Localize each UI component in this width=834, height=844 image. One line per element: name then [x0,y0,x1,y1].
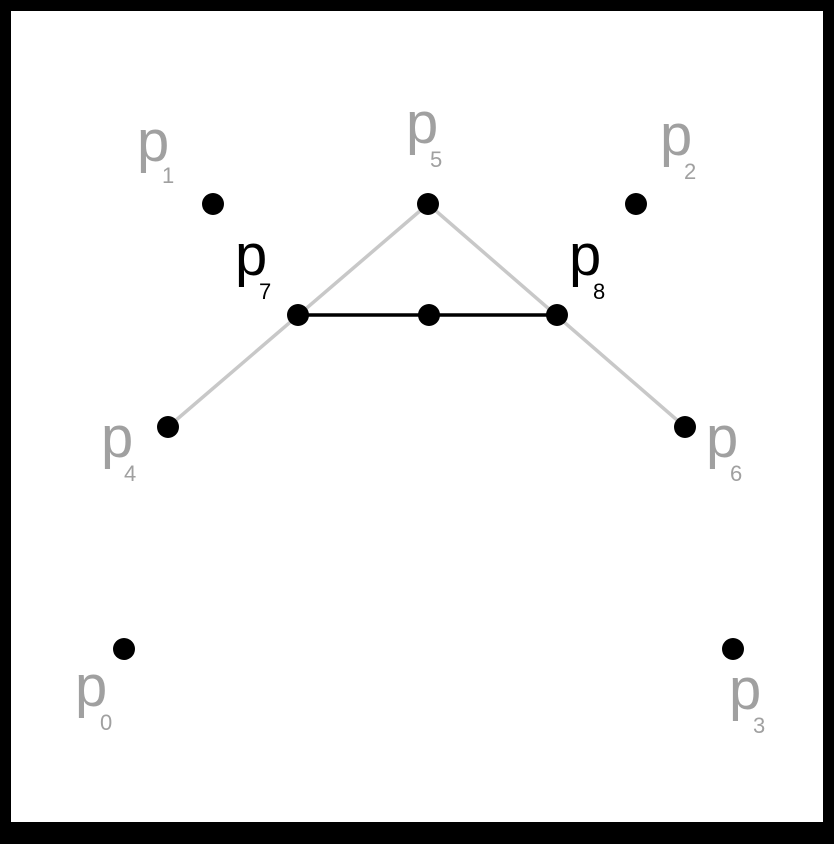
point-p2 [625,193,647,215]
label-p0: p [75,654,107,719]
label-p4-index: 4 [124,461,136,486]
label-p3: p [729,657,761,722]
label-p6: p [706,405,738,470]
label-p5: p [406,91,438,156]
point-p0 [113,638,135,660]
point-p5 [417,193,439,215]
point-p6 [674,416,696,438]
label-p3-index: 3 [753,713,765,738]
label-p7-index: 7 [259,279,271,304]
label-p7: p [235,223,267,288]
point-p8 [546,304,568,326]
label-p2-index: 2 [684,159,696,184]
label-p4: p [101,405,133,470]
label-p1-index: 1 [162,163,174,188]
point-p7 [287,304,309,326]
label-p8-index: 8 [593,279,605,304]
label-p2: p [660,103,692,168]
point-mid [418,304,440,326]
label-p5-index: 5 [430,147,442,172]
label-p0-index: 0 [100,710,112,735]
diagram-canvas: p 0 p 1 p 2 p 3 p 4 p 5 p 6 p 7 p 8 [75,91,765,738]
point-p4 [157,416,179,438]
point-p3 [722,638,744,660]
label-p8: p [569,223,601,288]
label-p6-index: 6 [730,461,742,486]
label-p1: p [137,109,169,174]
point-p1 [202,193,224,215]
